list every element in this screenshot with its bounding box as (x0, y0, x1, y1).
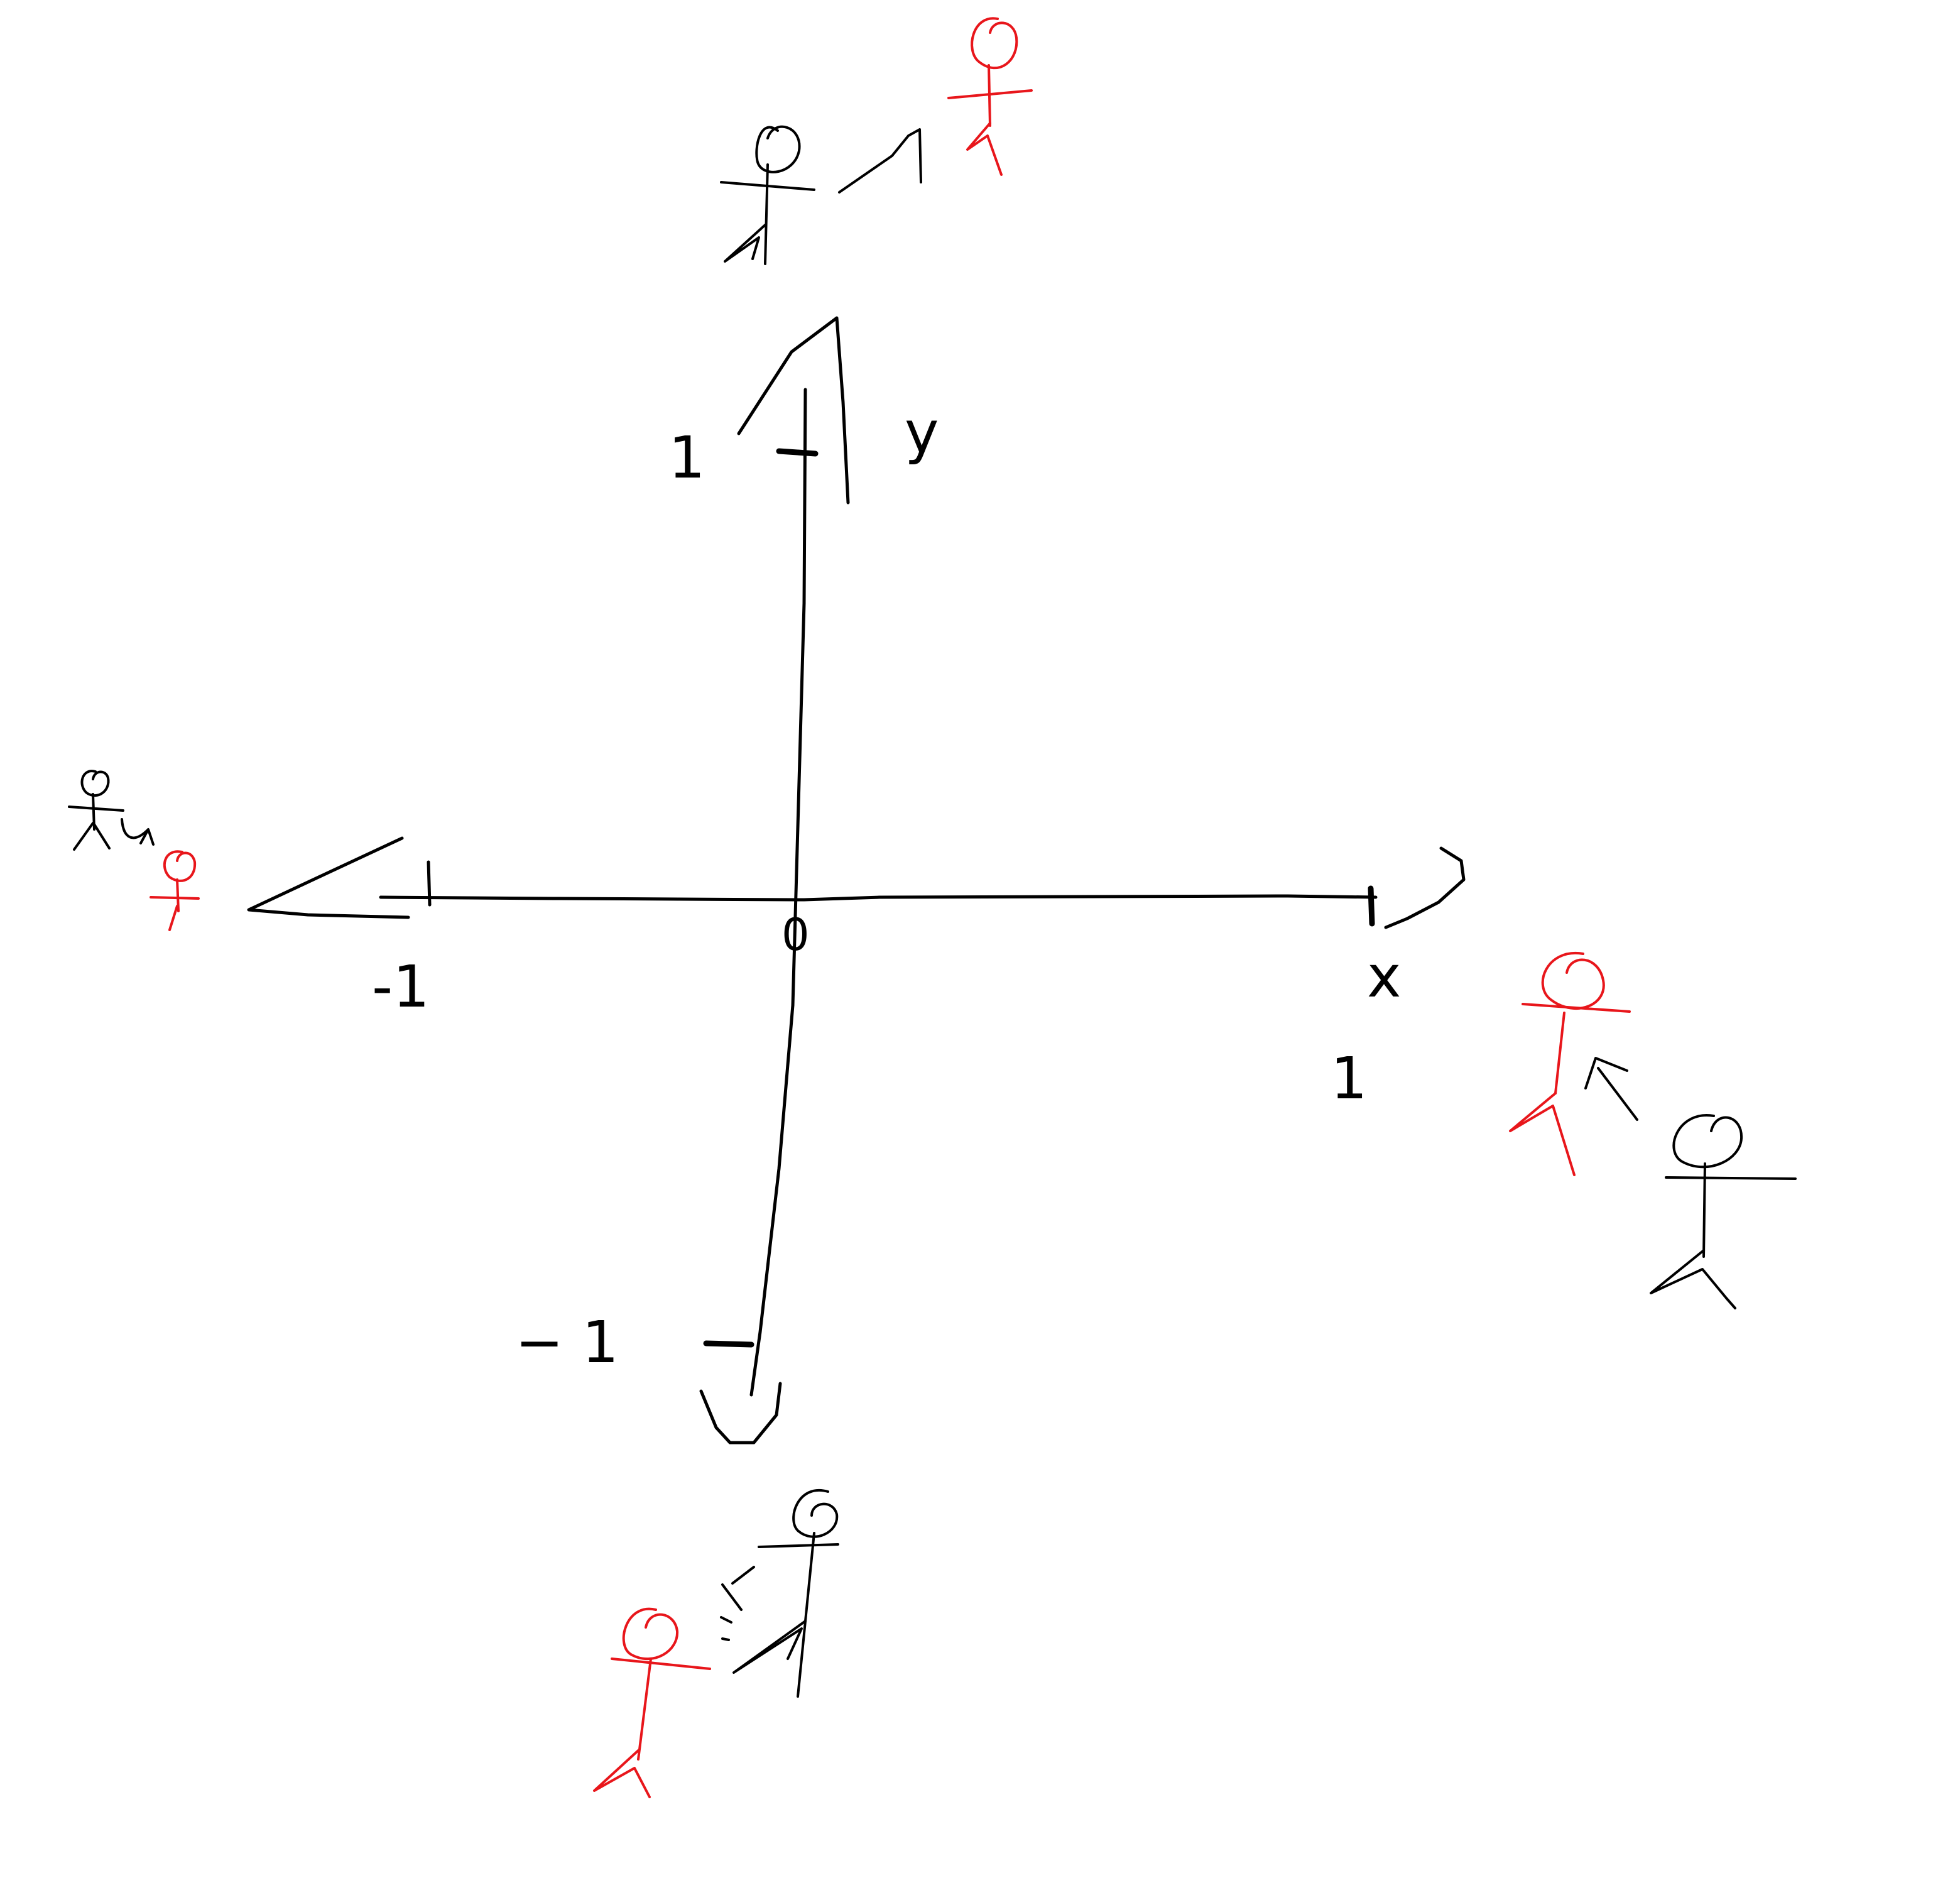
stick-figure-legs (724, 224, 766, 263)
black-stick-figure-right (1650, 1114, 1797, 1309)
figure-group-bottom (593, 1488, 839, 1798)
y-axis-down-arrow (699, 1382, 782, 1444)
x-right-tick-label: 1 (1331, 1045, 1368, 1112)
x-tick-left (427, 860, 432, 907)
stick-figure-arms (1665, 1176, 1797, 1180)
stick-figure-body (637, 1657, 652, 1761)
x-axis-left-arrow (247, 836, 410, 919)
stick-figure-arms (611, 1657, 711, 1670)
stick-figure-arms (68, 806, 124, 812)
origin-label: 0 (781, 909, 810, 961)
black-stick-figure-top (720, 125, 815, 265)
x-axis-right-arrow (1384, 846, 1466, 929)
stick-figure-legs (73, 822, 111, 851)
black-stick-figure-bottom (732, 1488, 839, 1698)
stick-figure-arms (1522, 1003, 1631, 1013)
y-axis-up-arrow (737, 316, 850, 505)
y-top-tick-label: 1 (668, 424, 705, 491)
stick-figure-head (971, 17, 1018, 70)
stick-figure-head (755, 125, 801, 173)
stick-figure-head (622, 1607, 679, 1661)
stick-figure-legs (168, 905, 178, 931)
red-stick-figure-bottom (593, 1607, 711, 1798)
x-axis-label: x (1367, 943, 1401, 1010)
x-left-tick-label: -1 (372, 953, 430, 1020)
axis-labels: 1 − 1 -1 1 0 y x (372, 399, 1401, 1376)
red-stick-figure-top (947, 17, 1033, 176)
stick-figure-body (797, 1532, 815, 1698)
stick-figure-legs (1509, 1092, 1576, 1176)
arrow-black-to-red-left (121, 818, 155, 846)
arrow-black-to-red-top (838, 128, 922, 194)
stick-figure-head (163, 850, 197, 882)
stick-figure-body (764, 163, 769, 265)
stick-figure-legs (966, 122, 1003, 176)
stick-figure-head (792, 1488, 839, 1538)
black-stick-figure-left (68, 770, 124, 851)
stick-figure-arms (150, 896, 200, 900)
x-axis-line (379, 894, 1378, 902)
red-stick-figure-left (150, 850, 200, 931)
y-axis-label: y (905, 399, 939, 466)
figure-group-left (68, 770, 200, 931)
figure-group-right (1509, 951, 1797, 1309)
stick-figure-head (1541, 951, 1605, 1010)
stick-figure-arms (758, 1543, 839, 1548)
y-tick-bottom (703, 1340, 754, 1348)
stick-figure-arms (720, 181, 815, 191)
stick-figure-legs (732, 1620, 807, 1674)
arrow-black-to-red-bottom (720, 1566, 755, 1641)
arrow-black-to-red-right (1584, 1057, 1638, 1121)
y-bottom-tick-label: − 1 (515, 1309, 619, 1376)
red-stick-figure-right (1509, 951, 1631, 1176)
y-axis-line (749, 388, 807, 1397)
stick-figure-body (1702, 1162, 1706, 1258)
stick-figure-legs (593, 1749, 651, 1798)
stick-figure-head (80, 770, 110, 797)
figure-group-top (720, 17, 1033, 265)
coordinate-axes (247, 316, 1466, 1444)
stick-figure-legs (1650, 1249, 1736, 1309)
x-tick-right (1368, 885, 1375, 927)
y-tick-top (776, 448, 819, 457)
stick-figure-head (1672, 1114, 1743, 1169)
stick-figure-body (1554, 1012, 1565, 1095)
stick-figure-arms (947, 89, 1033, 99)
